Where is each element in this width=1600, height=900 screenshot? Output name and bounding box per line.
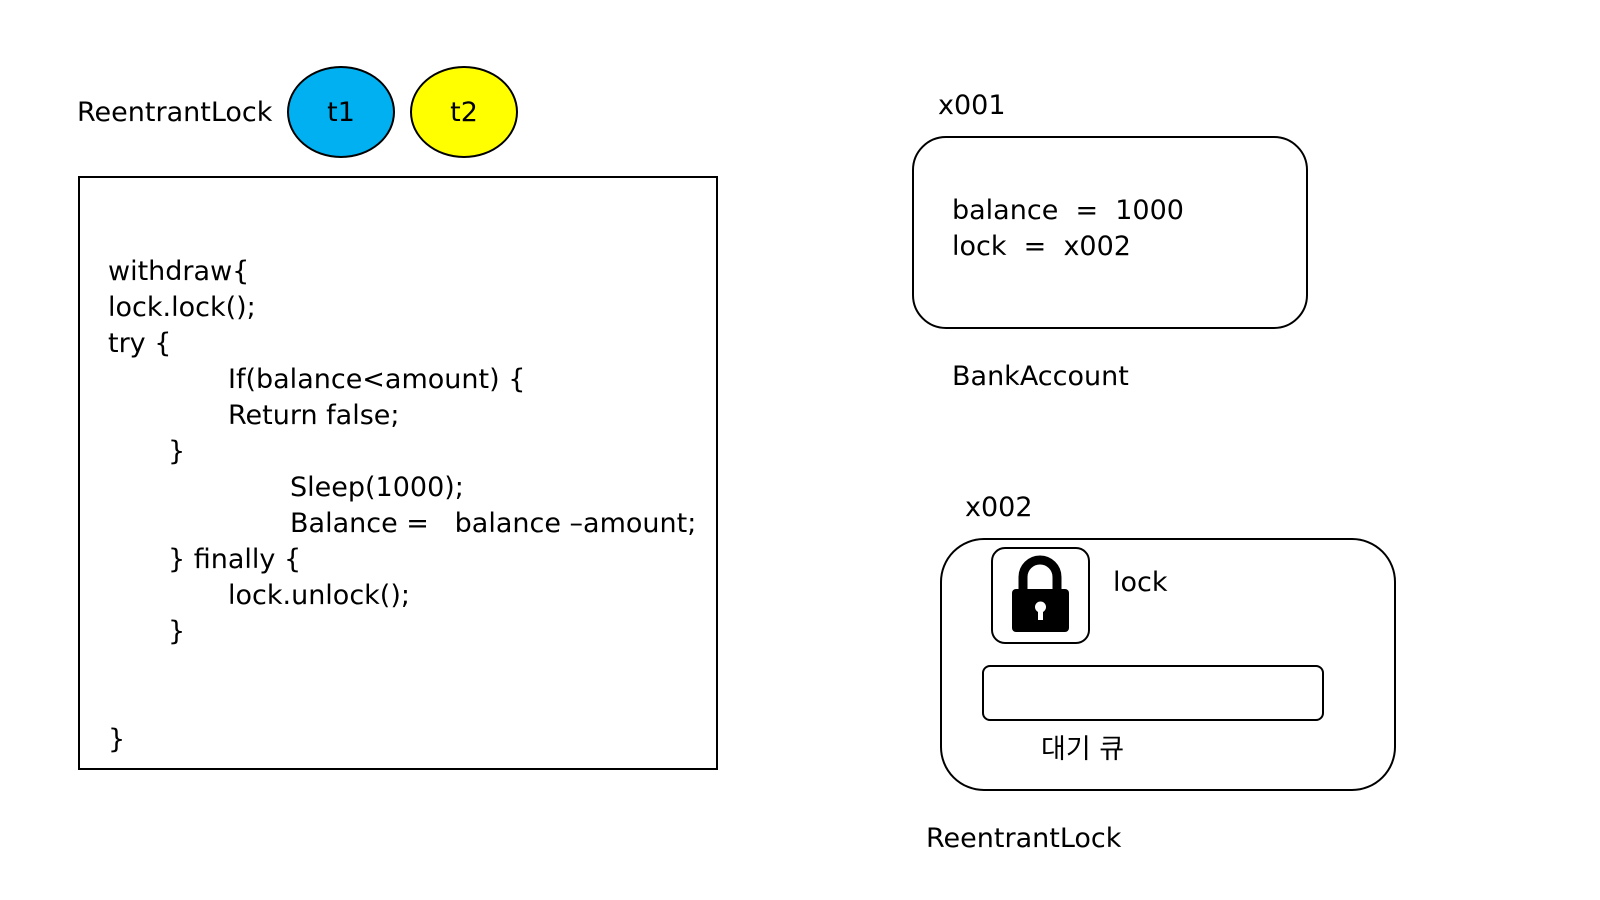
withdraw-code-box: withdraw{ lock.lock(); try { If(balance<… <box>78 176 718 770</box>
code-line: } <box>168 616 186 647</box>
code-line: lock.lock(); <box>108 292 256 323</box>
code-line: Sleep(1000); <box>290 472 464 503</box>
code-line: try { <box>108 328 172 359</box>
balance-field: balance = 1000 <box>952 195 1184 226</box>
thread-t2: t2 <box>410 66 518 158</box>
lock-ref-field: lock = x002 <box>952 231 1131 262</box>
code-line: } <box>108 724 126 755</box>
code-line: If(balance<amount) { <box>228 364 526 395</box>
bank-account-box: balance = 1000 lock = x002 <box>912 136 1308 329</box>
lock-icon-frame <box>991 547 1090 644</box>
bank-address: x001 <box>938 90 1006 121</box>
code-line: lock.unlock(); <box>228 580 410 611</box>
reentrantlock-title: ReentrantLock <box>77 97 273 128</box>
wait-queue-label: 대기 큐 <box>1041 734 1125 765</box>
bank-account-caption: BankAccount <box>952 361 1129 392</box>
code-line: Balance = balance –amount; <box>290 508 697 539</box>
thread-t1-label: t1 <box>327 96 355 128</box>
thread-t1: t1 <box>287 66 395 158</box>
code-line: } <box>168 436 186 467</box>
padlock-icon <box>1012 555 1069 632</box>
reentrantlock-caption: ReentrantLock <box>926 823 1122 854</box>
code-line: } finally { <box>168 544 302 575</box>
code-line: Return false; <box>228 400 400 431</box>
lock-label: lock <box>1113 567 1168 598</box>
lock-address: x002 <box>965 492 1033 523</box>
thread-t2-label: t2 <box>450 96 478 128</box>
reentrantlock-box: lock 대기 큐 <box>940 538 1396 791</box>
wait-queue-box <box>982 665 1324 721</box>
code-line: withdraw{ <box>108 256 250 287</box>
